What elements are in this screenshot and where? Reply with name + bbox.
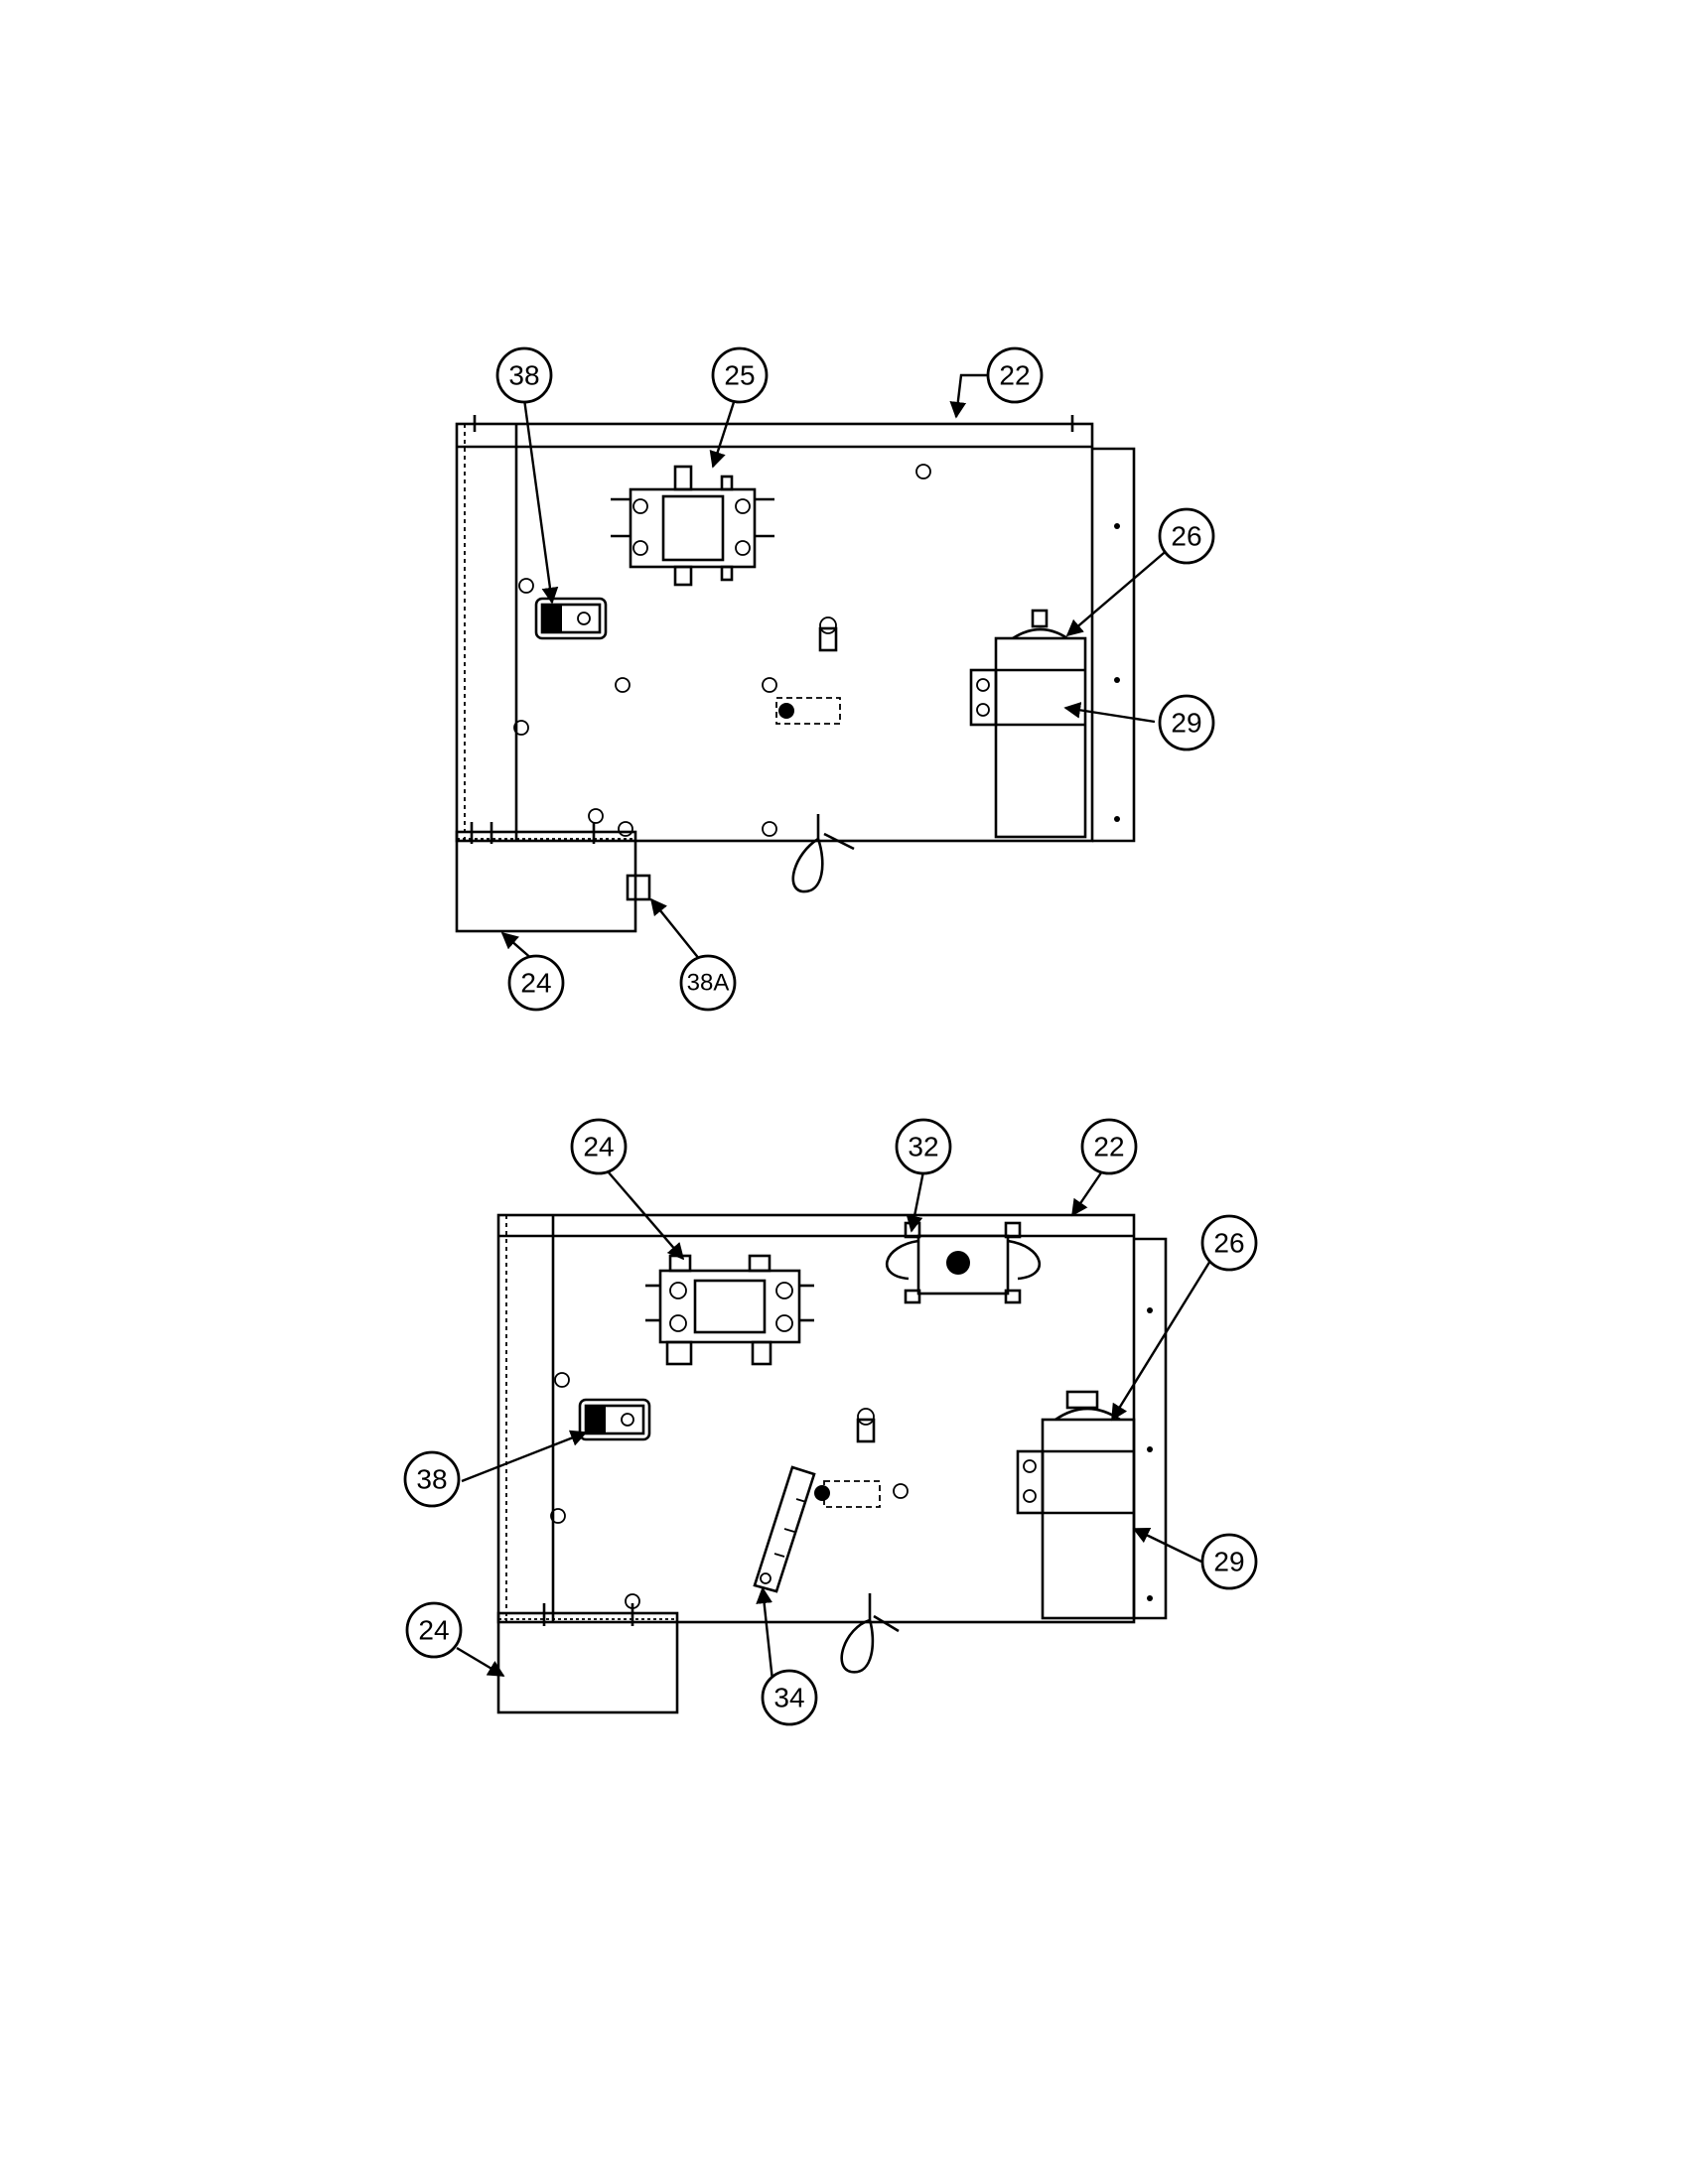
callout-29: 29: [1158, 694, 1215, 751]
callout-label: 34: [773, 1683, 804, 1713]
rocker-switch: [534, 597, 608, 640]
mounting-holes: [513, 464, 931, 837]
ground-lug: [856, 1408, 876, 1443]
callout-34: 34: [761, 1669, 818, 1726]
callout-label: 24: [520, 968, 551, 999]
capacitor: [969, 609, 1087, 839]
callout-label: 29: [1213, 1547, 1244, 1577]
terminal-strip: [753, 1465, 816, 1593]
plug-box: [496, 1603, 679, 1714]
contactor: [611, 465, 774, 587]
callout-26: 26: [1158, 507, 1215, 565]
mounting-bracket-dashed: [814, 1480, 881, 1508]
callout-label: 25: [724, 360, 755, 391]
control-box-view-top: 38 25 22 26 29 24 38A: [455, 346, 1215, 1012]
callout-label: 26: [1171, 521, 1201, 552]
rocker-switch: [578, 1398, 651, 1441]
callout-25: 25: [711, 346, 769, 404]
callout-22: 22: [1080, 1118, 1138, 1175]
ground-wire: [840, 1593, 900, 1674]
callout-22: 22: [986, 346, 1044, 404]
control-panel: [455, 422, 1094, 843]
callout-label: 32: [908, 1132, 938, 1162]
callout-label: 38: [416, 1464, 447, 1495]
callout-label: 22: [1093, 1132, 1124, 1162]
ground-lug: [818, 616, 838, 652]
callout-label: 24: [418, 1615, 449, 1646]
plug-box: [455, 822, 651, 933]
callout-24: 24: [570, 1118, 628, 1175]
callout-24: 24: [507, 954, 565, 1012]
control-box-view-bottom: 24 32 22 26 38 29 24 34: [403, 1118, 1258, 1726]
callout-38: 38: [403, 1450, 461, 1508]
capacitor: [1016, 1390, 1136, 1620]
callout-26: 26: [1200, 1214, 1258, 1272]
callout-label: 26: [1213, 1228, 1244, 1259]
callout-32: 32: [895, 1118, 952, 1175]
mounting-bracket-dashed: [775, 697, 841, 725]
callout-38a: 38A: [679, 954, 737, 1012]
callout-29: 29: [1200, 1533, 1258, 1590]
ground-wire: [791, 814, 855, 893]
contactor: [645, 1254, 814, 1366]
relay: [885, 1221, 1042, 1304]
callout-label: 22: [999, 360, 1030, 391]
callout-label: 38: [508, 360, 539, 391]
callout-38: 38: [495, 346, 553, 404]
callout-label: 29: [1171, 708, 1201, 739]
callout-label: 24: [583, 1132, 614, 1162]
callout-label: 38A: [687, 970, 730, 997]
callout-24: 24: [405, 1601, 463, 1659]
